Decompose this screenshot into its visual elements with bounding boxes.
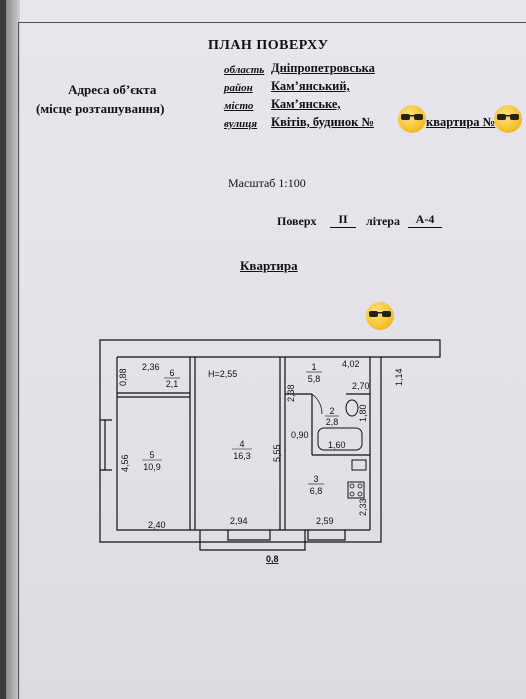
document-sheet (6, 0, 526, 699)
sink-fixture (351, 459, 367, 471)
apartment-label: квартира № (426, 115, 496, 129)
room-4-area: 16,3 (233, 451, 251, 461)
frame-top-line (18, 22, 526, 23)
room-6-number: 6 (169, 368, 174, 378)
dimension-label: 2,59 (316, 516, 334, 526)
sunglasses-icon (369, 311, 391, 317)
letter-value: А-4 (408, 212, 442, 228)
door-swing (311, 393, 323, 415)
dimension-label: 1,14 (394, 368, 404, 386)
plan-walls (99, 339, 441, 551)
dimension-label: 2,33 (358, 498, 368, 516)
region-value: Дніпропетровська (271, 61, 375, 75)
district-value: Кам’янський, (271, 79, 350, 93)
region-label: область (224, 64, 265, 76)
dimension-label: 2,70 (352, 381, 370, 391)
sunglasses-emoji (366, 302, 394, 330)
height-note: Н=2,55 (208, 369, 237, 379)
page-edge-shadow (6, 0, 20, 699)
sunglasses-icon (401, 114, 423, 120)
frame-left-line (18, 22, 19, 699)
sunglasses-icon (497, 114, 519, 120)
address-label-line1: Адреса об’єкта (68, 82, 157, 97)
street-value: Квітів, будинок № (271, 115, 375, 129)
room-5-number: 5 (149, 450, 154, 460)
room-1-area: 5,8 (308, 374, 321, 384)
floor-value: II (330, 212, 356, 228)
scale-note: Масштаб 1:100 (228, 176, 306, 190)
stove-burner (357, 491, 363, 497)
room-3-number: 3 (313, 474, 318, 484)
dimension-label: 0,8 (266, 554, 279, 564)
toilet-fixture (345, 399, 359, 417)
address-label-line2: (місце розташування) (36, 101, 165, 116)
address-label: Адреса об’єкта (місце розташування) (36, 80, 164, 118)
dimension-label: 2,38 (286, 384, 296, 402)
room-4-number: 4 (239, 439, 244, 449)
dimension-label: 4,02 (342, 359, 360, 369)
street-label: вулиця (224, 118, 258, 130)
apartment-title: Квартира (240, 258, 298, 273)
sunglasses-emoji (494, 105, 522, 133)
dimension-label: 0,88 (118, 368, 128, 386)
sunglasses-emoji (398, 105, 426, 133)
dimension-label: 5,55 (272, 444, 282, 462)
room-2-number: 2 (329, 406, 334, 416)
page-title: ПЛАН ПОВЕРХУ (208, 38, 329, 53)
room-2-area: 2,8 (326, 417, 339, 427)
floor-label: Поверх (277, 214, 317, 228)
dimension-label: 4,56 (120, 454, 130, 472)
room-5-area: 10,9 (143, 462, 161, 472)
dimension-label: 1,80 (358, 404, 368, 422)
stove-burner (357, 483, 363, 489)
letter-label: літера (366, 214, 400, 228)
stove-burner (349, 483, 355, 489)
stove-fixture (347, 481, 365, 499)
city-value: Кам’янське, (271, 97, 341, 111)
dimension-label: 2,40 (148, 520, 166, 530)
dimension-label: 2,36 (142, 362, 160, 372)
city-label: місто (224, 100, 254, 112)
room-3-area: 6,8 (310, 486, 323, 496)
dimension-label: 0,90 (291, 430, 309, 440)
stove-burner (349, 491, 355, 497)
dimension-label: 1,60 (328, 440, 346, 450)
bathtub-fixture (317, 427, 363, 451)
district-label: район (224, 82, 253, 94)
room-1-number: 1 (311, 362, 316, 372)
dimension-label: 2,94 (230, 516, 248, 526)
room-6-area: 2,1 (166, 379, 179, 389)
